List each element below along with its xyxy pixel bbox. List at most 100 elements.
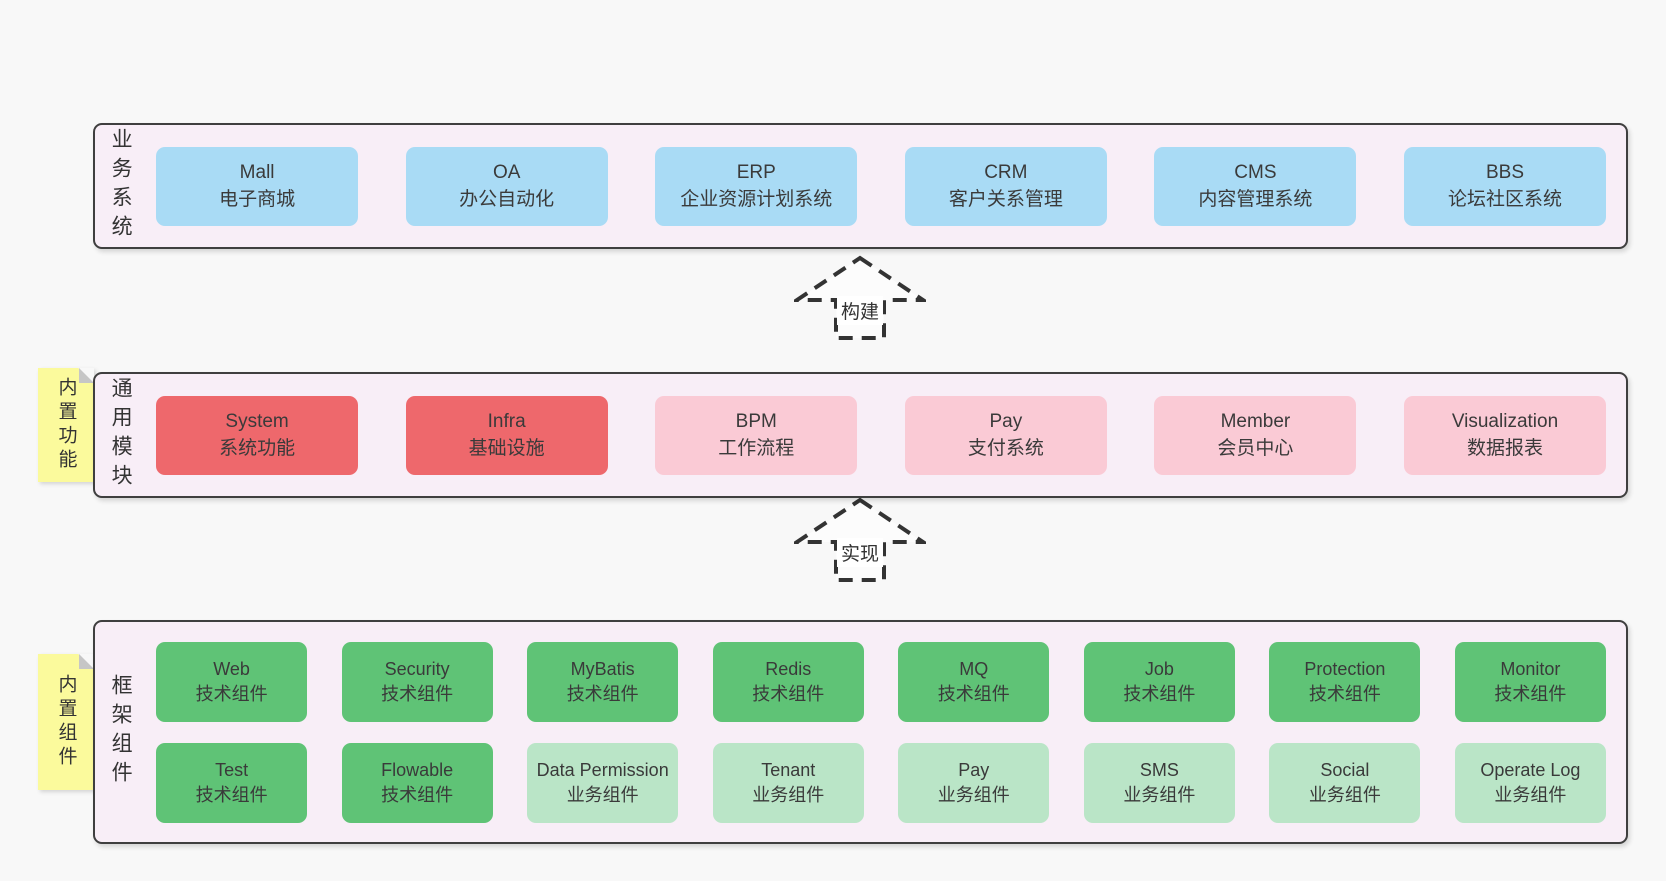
box-title: Test	[215, 759, 249, 780]
box-member: Member 会员中心	[1154, 395, 1357, 475]
box-mybatis: MyBatis 技术组件	[527, 641, 679, 722]
box-title: Social	[1320, 759, 1370, 780]
box-monitor: Monitor 技术组件	[1454, 641, 1606, 722]
box-title: MyBatis	[570, 658, 635, 679]
box-test: Test 技术组件	[156, 742, 308, 823]
box-subtitle: 会员中心	[1217, 438, 1294, 459]
box-title: Job	[1144, 658, 1174, 679]
box-system: System 系统功能	[156, 395, 359, 475]
box-title: Protection	[1304, 658, 1386, 679]
box-sms: SMS 业务组件	[1083, 742, 1235, 823]
box-subtitle: 业务组件	[752, 784, 825, 805]
box-data-permission: Data Permission 业务组件	[527, 742, 679, 823]
box-title: BPM	[735, 411, 777, 432]
framework-row-1: Web 技术组件 Security 技术组件 MyBatis 技术组件 Redi…	[156, 641, 1606, 722]
box-security: Security 技术组件	[341, 641, 493, 722]
box-bpm: BPM 工作流程	[655, 395, 858, 475]
box-subtitle: 技术组件	[381, 683, 454, 704]
implement-arrow: 实现	[794, 497, 926, 583]
box-subtitle: 业务组件	[1494, 784, 1567, 805]
box-title: ERP	[736, 162, 776, 183]
box-title: Tenant	[761, 759, 816, 780]
box-subtitle: 工作流程	[718, 438, 795, 459]
box-mq: MQ 技术组件	[898, 641, 1050, 722]
box-title: Monitor	[1500, 658, 1561, 679]
box-social: Social 业务组件	[1269, 742, 1421, 823]
box-subtitle: 技术组件	[1494, 683, 1567, 704]
box-web: Web 技术组件	[156, 641, 308, 722]
box-pay: Pay 支付系统	[904, 395, 1107, 475]
box-flowable: Flowable 技术组件	[341, 742, 493, 823]
box-subtitle: 办公自动化	[459, 189, 555, 210]
box-redis: Redis 技术组件	[712, 641, 864, 722]
box-subtitle: 基础设施	[468, 438, 545, 459]
box-subtitle: 业务组件	[937, 784, 1010, 805]
box-subtitle: 系统功能	[219, 438, 296, 459]
box-title: Infra	[487, 411, 526, 432]
box-operate-log: Operate Log 业务组件	[1454, 742, 1606, 823]
box-subtitle: 数据报表	[1466, 438, 1543, 459]
box-mall: Mall 电子商城	[156, 146, 359, 226]
folded-corner-icon	[79, 654, 94, 669]
box-title: Security	[384, 658, 450, 679]
box-subtitle: 技术组件	[566, 683, 639, 704]
box-title: CRM	[984, 162, 1028, 183]
sticky-note-built-in-components: 内置组件	[38, 654, 94, 790]
box-title: System	[225, 411, 289, 432]
box-bbs: BBS 论坛社区系统	[1403, 146, 1606, 226]
layer-title: 业务系统	[109, 128, 133, 244]
framework-boxes-grid: Web 技术组件 Security 技术组件 MyBatis 技术组件 Redi…	[132, 641, 1626, 823]
box-visualization: Visualization 数据报表	[1403, 395, 1606, 475]
box-infra: Infra 基础设施	[405, 395, 608, 475]
box-subtitle: 业务组件	[1123, 784, 1196, 805]
box-title: Member	[1220, 411, 1291, 432]
box-subtitle: 技术组件	[752, 683, 825, 704]
box-title: Redis	[765, 658, 812, 679]
box-title: Flowable	[381, 759, 454, 780]
box-subtitle: 技术组件	[195, 784, 268, 805]
box-protection: Protection 技术组件	[1269, 641, 1421, 722]
box-subtitle: 技术组件	[937, 683, 1010, 704]
box-subtitle: 论坛社区系统	[1447, 189, 1562, 210]
box-title: Web	[213, 658, 250, 679]
box-pay-business: Pay 业务组件	[898, 742, 1050, 823]
sticky-note-built-in-functions: 内置功能	[38, 368, 94, 482]
sticky-note-label: 内置组件	[55, 674, 77, 770]
sticky-note-label: 内置功能	[55, 377, 77, 473]
box-subtitle: 业务组件	[1308, 784, 1381, 805]
modules-boxes-row: System 系统功能 Infra 基础设施 BPM 工作流程 Pay 支付系统…	[132, 395, 1626, 475]
box-crm: CRM 客户关系管理	[904, 146, 1107, 226]
business-boxes-row: Mall 电子商城 OA 办公自动化 ERP 企业资源计划系统 CRM 客户关系…	[132, 146, 1626, 226]
layer-title: 框架组件	[109, 674, 133, 790]
box-title: CMS	[1234, 162, 1277, 183]
common-modules-layer: 通用模块 System 系统功能 Infra 基础设施 BPM 工作流程 Pay…	[93, 372, 1628, 498]
box-cms: CMS 内容管理系统	[1154, 146, 1357, 226]
box-erp: ERP 企业资源计划系统	[655, 146, 858, 226]
arrow-label: 构建	[836, 296, 884, 325]
box-tenant: Tenant 业务组件	[712, 742, 864, 823]
box-subtitle: 支付系统	[967, 438, 1044, 459]
box-title: BBS	[1485, 162, 1524, 183]
box-subtitle: 内容管理系统	[1198, 189, 1313, 210]
box-subtitle: 业务组件	[566, 784, 639, 805]
box-title: MQ	[959, 658, 989, 679]
arrow-label: 实现	[836, 538, 884, 567]
box-subtitle: 电子商城	[219, 189, 296, 210]
box-subtitle: 技术组件	[1123, 683, 1196, 704]
box-title: Pay	[989, 411, 1023, 432]
box-title: Mall	[239, 162, 275, 183]
box-title: Operate Log	[1480, 759, 1581, 780]
box-title: Data Permission	[536, 759, 669, 780]
box-subtitle: 技术组件	[1308, 683, 1381, 704]
box-subtitle: 技术组件	[195, 683, 268, 704]
box-title: OA	[492, 162, 521, 183]
box-subtitle: 技术组件	[381, 784, 454, 805]
box-subtitle: 企业资源计划系统	[680, 189, 833, 210]
box-oa: OA 办公自动化	[405, 146, 608, 226]
business-systems-layer: 业务系统 Mall 电子商城 OA 办公自动化 ERP 企业资源计划系统 CRM…	[93, 123, 1628, 249]
box-subtitle: 客户关系管理	[948, 189, 1063, 210]
box-job: Job 技术组件	[1083, 641, 1235, 722]
framework-row-2: Test 技术组件 Flowable 技术组件 Data Permission …	[156, 742, 1606, 823]
framework-components-layer: 框架组件 Web 技术组件 Security 技术组件 MyBatis 技术组件…	[93, 620, 1628, 844]
folded-corner-icon	[79, 368, 94, 383]
